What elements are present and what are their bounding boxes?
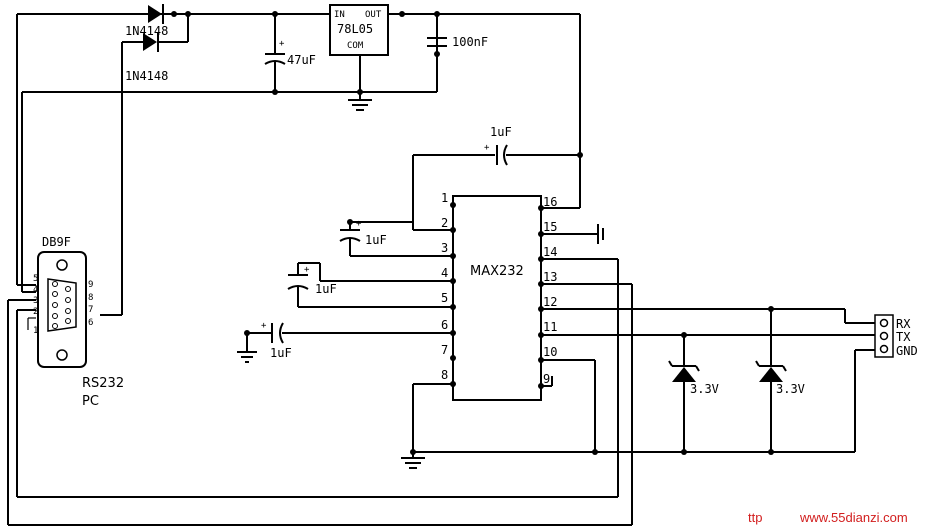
chip-pin-11: 11	[543, 320, 557, 334]
db9-pin-2: 2	[33, 307, 38, 317]
db9-pin-6: 6	[88, 318, 93, 328]
chip-pin-4: 4	[441, 266, 448, 280]
chip-pin-5: 5	[441, 291, 448, 305]
zener-z1-label: 3.3V	[690, 382, 719, 396]
zener-z2-label: 3.3V	[776, 382, 805, 396]
regulator-com-label: COM	[347, 41, 364, 51]
chip-pin-15: 15	[543, 220, 557, 234]
chip-pin-10: 10	[543, 345, 557, 359]
svg-text:+: +	[261, 321, 267, 331]
ground-bus	[401, 349, 880, 469]
header-pin-tx: TX	[896, 330, 911, 344]
db9-pin-7: 7	[88, 305, 93, 315]
junction-dots	[171, 11, 583, 158]
svg-text:+: +	[356, 219, 362, 229]
capacitor-47uf-label: 47uF	[287, 53, 316, 67]
db9-pin-1: 1	[33, 326, 38, 336]
capacitor-100nf-label: 100nF	[452, 35, 488, 49]
watermark-url: www.55dianzi.com	[799, 510, 908, 525]
capacitor-top-1uf: + 1uF	[412, 125, 580, 231]
chip-pin-13: 13	[543, 270, 557, 284]
header-connector: RX TX GND	[874, 314, 918, 358]
db9-pin-3: 3	[33, 296, 38, 306]
capacitor-pin6-label: 1uF	[270, 346, 292, 360]
capacitor-pin3-1uf: + 1uF	[339, 219, 453, 257]
regulator-part-label: 78L05	[337, 22, 373, 36]
zener-z1: 3.3V	[668, 335, 719, 452]
pin15-ground	[541, 224, 604, 244]
db9-pin-9: 9	[88, 280, 93, 290]
watermark-left: ttp	[748, 510, 762, 525]
db9-pin-8: 8	[88, 293, 93, 303]
chip-pin-3: 3	[441, 241, 448, 255]
chip-pin-12: 12	[543, 295, 557, 309]
regulator-in-label: IN	[334, 10, 345, 20]
db9-caption-line1: RS232	[82, 376, 124, 391]
pin13-loop	[7, 283, 633, 526]
chip-pin-1: 1	[441, 191, 448, 205]
capacitor-top-label: 1uF	[490, 125, 512, 139]
capacitor-47uf: + 47uF	[264, 14, 316, 92]
header-pin-rx: RX	[896, 317, 911, 331]
db9-name: DB9F	[42, 235, 71, 249]
max232-chip: MAX232 1 2 3 4 5 6 7 8 16 15 14 13 12 11…	[441, 191, 557, 401]
chip-pin-9: 9	[543, 372, 550, 386]
capacitor-pin3-label: 1uF	[365, 233, 387, 247]
chip-pin-8: 8	[441, 368, 448, 382]
chip-pin-14: 14	[543, 245, 557, 259]
capacitor-pin6-1uf: + 1uF	[237, 321, 453, 363]
capacitor-100nf: 100nF	[427, 14, 488, 49]
chip-pin-2: 2	[441, 216, 448, 230]
diode-d2-label: 1N4148	[125, 69, 168, 83]
chip-name: MAX232	[470, 264, 524, 279]
db9-pin-4: 4	[33, 285, 38, 295]
chip-pin-16: 16	[543, 195, 557, 209]
svg-text:+: +	[304, 265, 310, 275]
zener-z2: 3.3V	[755, 309, 805, 452]
diode-d1: 1N4148	[125, 4, 168, 38]
regulator-out-label: OUT	[365, 10, 382, 20]
chip-pin-7: 7	[441, 343, 448, 357]
db9-connector: DB9F 5 4 3 2 1 9 8 7 6 RS232 PC	[27, 235, 124, 409]
chip-pin-6: 6	[441, 318, 448, 332]
svg-text:+: +	[484, 143, 490, 153]
capacitor-pin4-1uf: + 1uF	[287, 262, 453, 308]
db9-caption-line2: PC	[82, 394, 99, 409]
capacitor-pin4-label: 1uF	[315, 282, 337, 296]
pin14-loop	[16, 258, 619, 498]
db9-pin-5: 5	[33, 274, 38, 284]
diode-d2: 1N4148	[100, 14, 189, 316]
svg-text:+: +	[279, 39, 285, 49]
header-pin-gnd: GND	[896, 344, 918, 358]
